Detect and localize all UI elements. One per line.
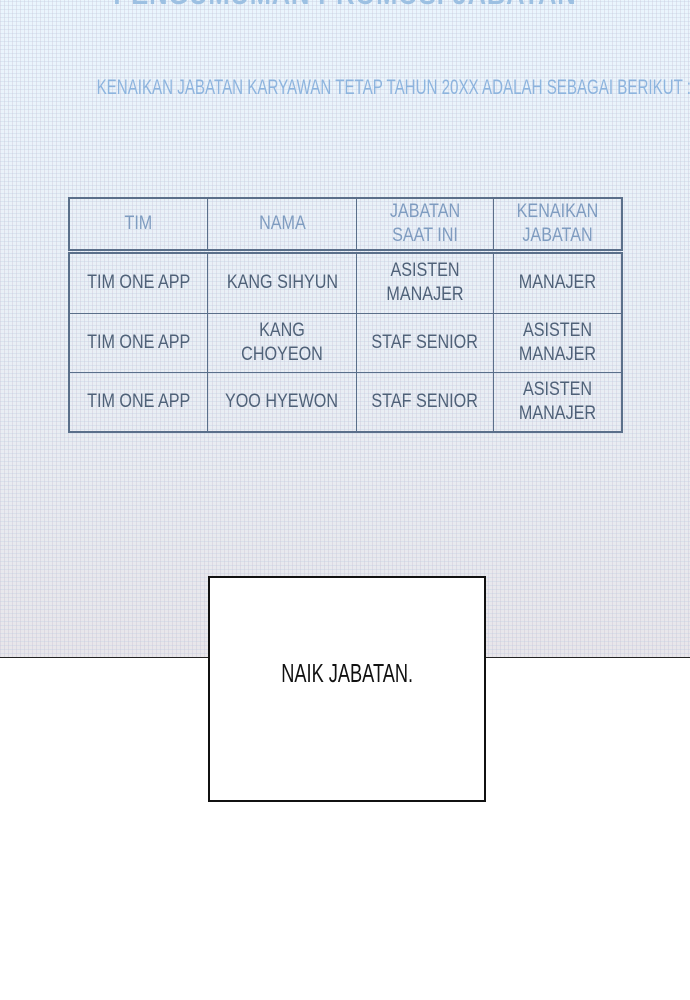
cell-text: TIM ONE APP: [86, 331, 191, 353]
table-cell: TIM ONE APP: [68, 312, 208, 373]
cell-text: TIM ONE APP: [86, 272, 191, 294]
header-label: JABATAN SAAT INI: [389, 201, 461, 246]
table-cell: KANG CHOYEON: [207, 312, 357, 373]
header-cell: JABATAN SAAT INI: [356, 197, 494, 254]
table-cell: KANG SIHYUN: [207, 251, 357, 314]
table-row: TIM ONE APP KANG SIHYUN ASISTEN MANAJER …: [68, 251, 623, 314]
table-cell: MANAJER: [493, 251, 623, 314]
header-cell: TIM: [68, 197, 208, 254]
header-cell: KENAIKAN JABATAN: [493, 197, 623, 254]
table-row: TIM ONE APP YOO HYEWON STAF SENIOR ASIST…: [68, 371, 623, 433]
table-cell: TIM ONE APP: [68, 371, 208, 433]
table-cell: ASISTEN MANAJER: [356, 251, 494, 314]
table-cell: ASISTEN MANAJER: [493, 371, 623, 433]
cell-text: KANG SIHYUN: [226, 272, 338, 294]
header-label: KENAIKAN JABATAN: [516, 201, 599, 246]
header-label: TIM: [124, 213, 153, 234]
caption-text: NAIK JABATAN.: [281, 657, 413, 688]
cell-text: MANAJER: [518, 272, 597, 294]
table-row: TIM ONE APP KANG CHOYEON STAF SENIOR ASI…: [68, 312, 623, 373]
cell-text: TIM ONE APP: [86, 390, 191, 412]
table-cell: STAF SENIOR: [356, 371, 494, 433]
cell-text: ASISTEN MANAJER: [386, 260, 464, 306]
header-label: NAMA: [258, 213, 306, 234]
header-cell: NAMA: [207, 197, 357, 254]
caption-box: NAIK JABATAN.: [208, 576, 486, 802]
table-header-row: TIM NAMA JABATAN SAAT INI KENAIKAN JABAT…: [68, 197, 623, 254]
table-cell: ASISTEN MANAJER: [493, 312, 623, 373]
cell-text: YOO HYEWON: [225, 390, 339, 412]
cell-text: STAF SENIOR: [371, 390, 479, 412]
announcement-title: PENGUMUMAN PROMOSI JABATAN: [52, 0, 639, 12]
table-cell: TIM ONE APP: [68, 251, 208, 314]
cell-text: KANG CHOYEON: [241, 319, 323, 365]
cell-text: STAF SENIOR: [371, 331, 479, 353]
announcement-subtitle: KENAIKAN JABATAN KARYAWAN TETAP TAHUN 20…: [96, 76, 690, 99]
cell-text: ASISTEN MANAJER: [518, 378, 597, 424]
table-cell: STAF SENIOR: [356, 312, 494, 373]
promotion-table: TIM NAMA JABATAN SAAT INI KENAIKAN JABAT…: [68, 197, 623, 433]
cell-text: ASISTEN MANAJER: [518, 319, 597, 365]
table-cell: YOO HYEWON: [207, 371, 357, 433]
